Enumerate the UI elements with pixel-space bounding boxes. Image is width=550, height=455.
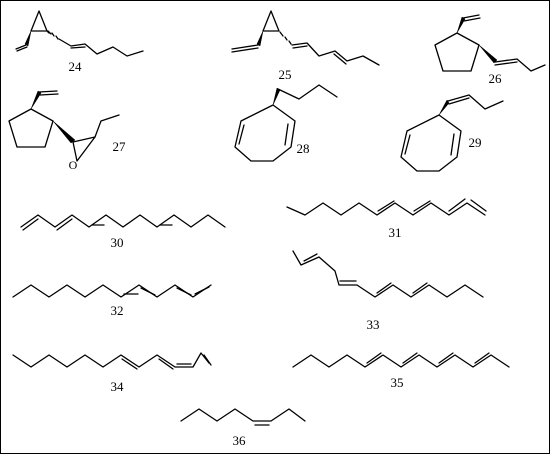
structure-27: O 27 [8,90,127,172]
compound-label-29: 29 [469,135,482,150]
structure-35: 35 [292,352,510,390]
structure-29: 29 [400,94,504,172]
compound-label-32: 32 [111,303,124,318]
structure-26: 26 [434,14,546,86]
compound-label-28: 28 [297,141,310,156]
compound-label-36: 36 [233,433,247,448]
structure-24: 24 [15,10,144,74]
structure-31: 31 [286,198,487,240]
compound-label-26: 26 [489,71,503,86]
compound-label-33: 33 [367,317,380,332]
structure-36: 36 [180,408,306,448]
structure-34: 34 [12,352,212,394]
oxygen-atom-label: O [69,158,78,172]
structure-28: 28 [234,84,338,162]
compound-label-27: 27 [113,139,127,154]
compound-label-35: 35 [391,375,404,390]
compound-label-30: 30 [111,235,124,250]
compound-label-24: 24 [69,59,83,74]
structure-33: 33 [292,250,484,332]
structure-32: 32 [12,284,212,318]
compound-label-34: 34 [111,379,125,394]
compound-label-31: 31 [389,225,402,240]
compound-label-25: 25 [279,67,292,82]
structure-30: 30 [20,214,226,250]
structure-25: 25 [231,10,380,82]
